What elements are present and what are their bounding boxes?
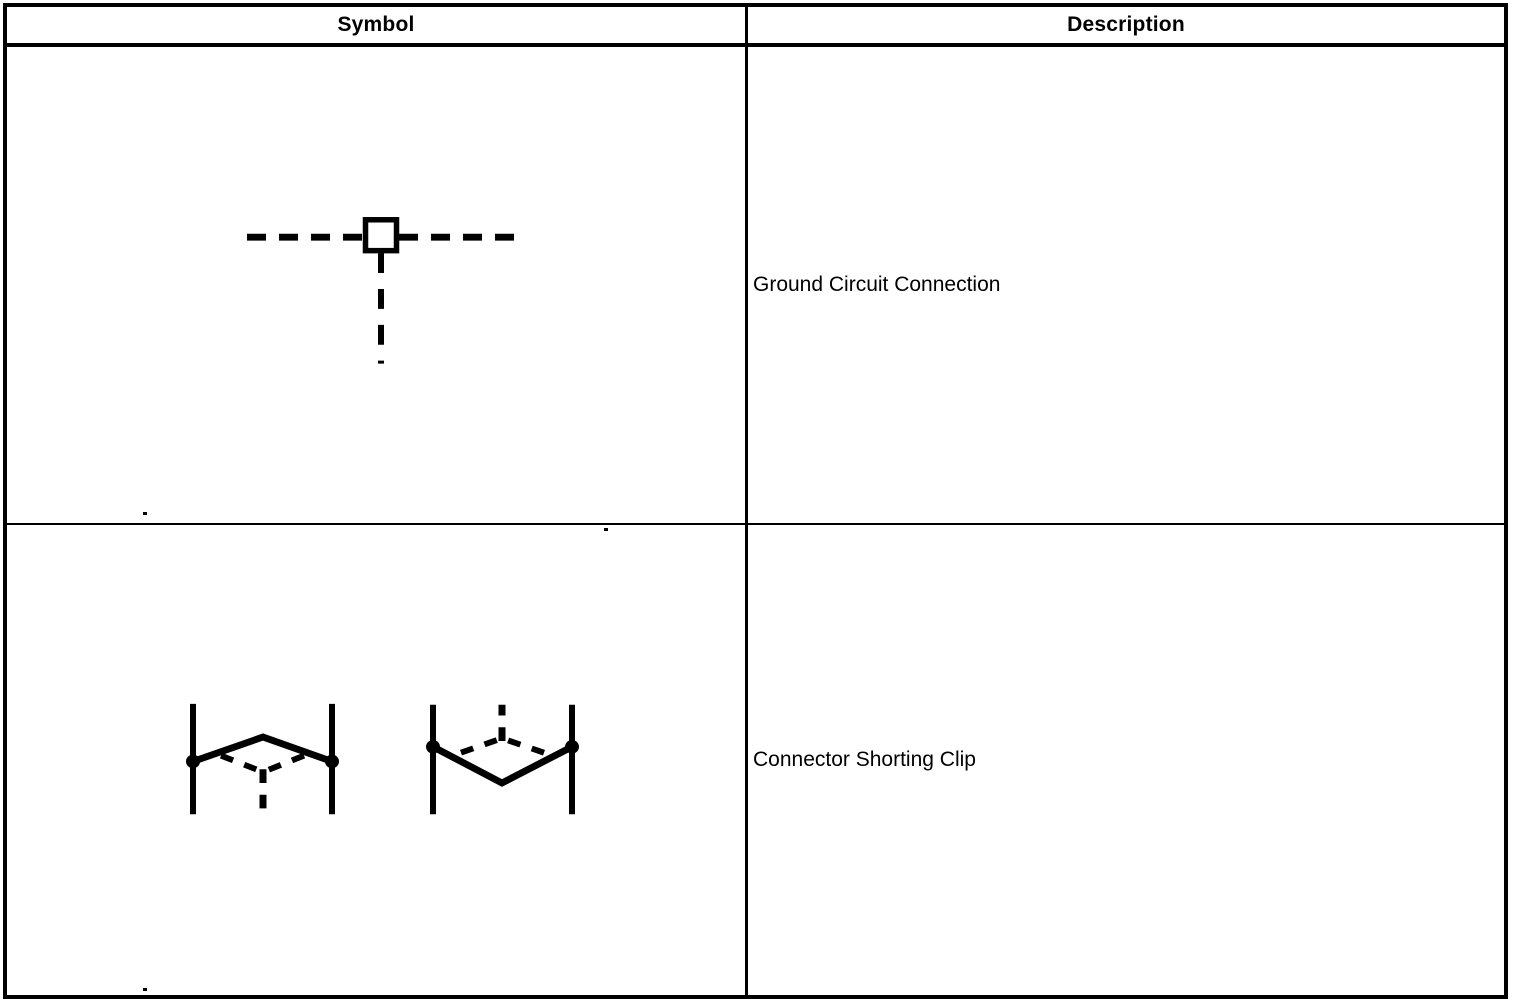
left-terminal-dot [186, 754, 200, 769]
dashed-circuit-branch [503, 736, 545, 756]
dashed-circuit-branch [219, 752, 263, 774]
description-text: Connector Shorting Clip [753, 748, 976, 771]
description-text: Ground Circuit Connection [753, 273, 1001, 296]
connector-shorting-clip-symbol [186, 703, 579, 815]
table-row: Connector Shorting Clip [7, 525, 1504, 995]
description-cell-connector-shorting-clip: Connector Shorting Clip [748, 525, 1504, 995]
column-header-symbol: Symbol [337, 13, 415, 36]
symbol-cell-connector-shorting-clip [7, 525, 745, 995]
right-terminal-dot [325, 754, 339, 769]
page-speckle [143, 512, 147, 515]
solid-clip-bridge [191, 733, 334, 765]
clip-variant-upper-apex [186, 703, 339, 815]
hollow-square-node [362, 217, 400, 254]
dashed-circuit-branch [263, 752, 306, 774]
right-terminal-dot [565, 739, 579, 754]
symbol-legend-table: Symbol Description Ground Circuit Connec… [3, 3, 1508, 999]
table-header-row: Symbol Description [7, 7, 1504, 47]
page-speckle [604, 528, 608, 531]
column-divider [745, 7, 748, 995]
table-row: Ground Circuit Connection [7, 47, 1504, 525]
dashed-circuit-branch [459, 736, 502, 756]
page-speckle [143, 988, 147, 991]
solid-clip-bridge [431, 743, 574, 787]
clip-variant-lower-apex [426, 704, 579, 815]
column-header-description: Description [1067, 13, 1185, 36]
ground-circuit-connection-symbol [247, 217, 521, 364]
description-cell-ground-circuit-connection: Ground Circuit Connection [748, 47, 1504, 523]
symbol-cell-ground-circuit-connection [7, 47, 745, 523]
left-terminal-dot [426, 739, 440, 754]
